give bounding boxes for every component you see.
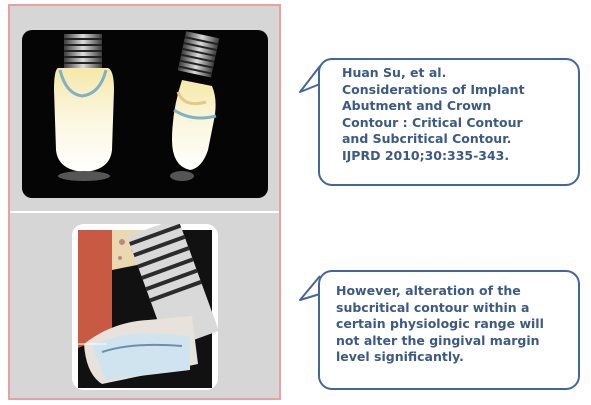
crown-contour-illustration	[22, 30, 268, 198]
right-implant-thread	[178, 31, 220, 77]
subcritical-contour-section	[72, 224, 218, 390]
crown-contour-svg	[22, 30, 268, 198]
section-svg	[72, 224, 218, 390]
note-bubble: However, alteration of the subcritical c…	[318, 270, 580, 390]
note-text: However, alteration of the subcritical c…	[320, 272, 578, 366]
left-crown	[54, 68, 114, 172]
panel-divider	[10, 211, 279, 213]
citation-text: Huan Su, et al. Considerations of Implan…	[320, 60, 578, 164]
left-implant-thread	[64, 34, 102, 68]
citation-bubble: Huan Su, et al. Considerations of Implan…	[318, 58, 580, 186]
